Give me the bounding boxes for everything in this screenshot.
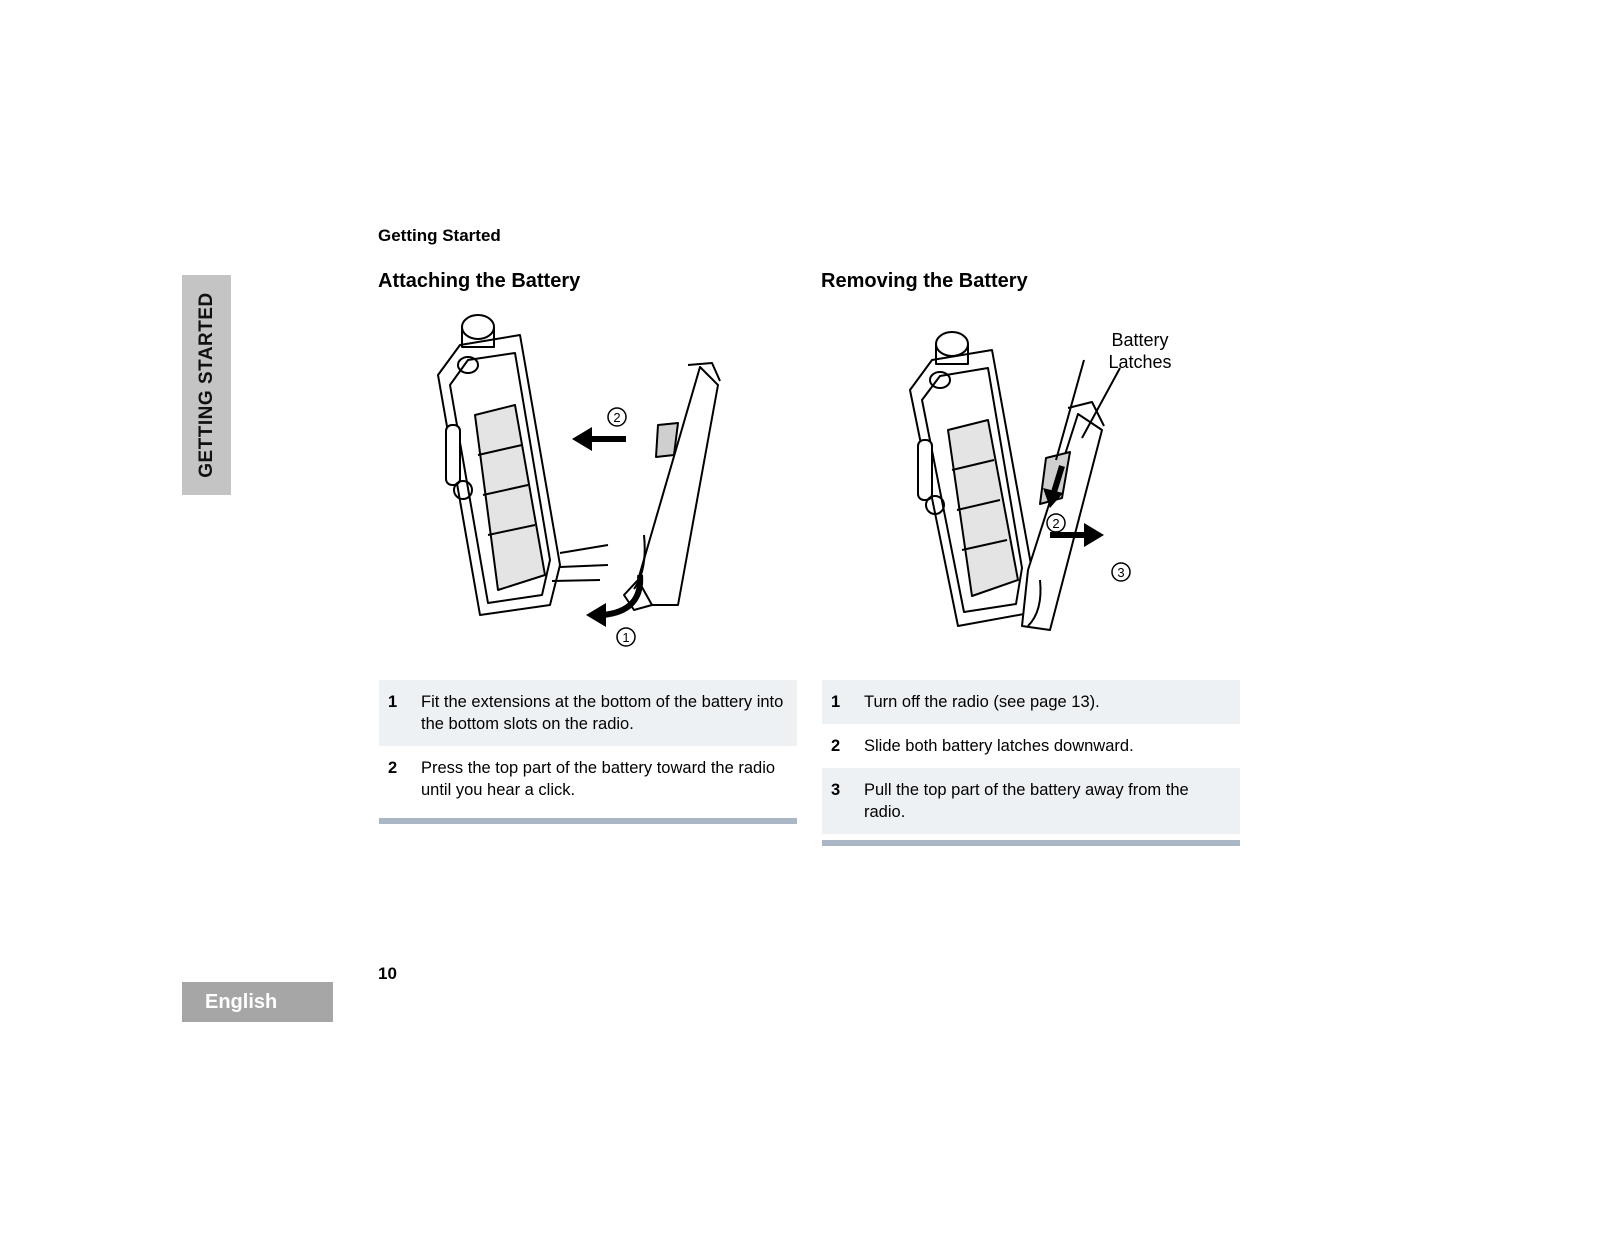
step-text: Slide both battery latches downward. <box>864 737 1134 755</box>
remove-steps: 1 Turn off the radio (see page 13). 2 Sl… <box>822 680 1240 846</box>
attach-callout-2: 2 <box>613 410 620 425</box>
attach-steps: 1 Fit the extensions at the bottom of th… <box>379 680 797 824</box>
remove-callout-3: 3 <box>1117 565 1124 580</box>
page-number: 10 <box>378 964 397 983</box>
battery-latches-label: Battery Latches <box>1108 330 1172 372</box>
step-number: 1 <box>831 693 841 711</box>
table-end-rule <box>822 840 1240 846</box>
step-text: Turn off the radio (see page 13). <box>864 693 1100 711</box>
step-number: 2 <box>831 737 841 755</box>
remove-callout-2: 2 <box>1052 516 1059 531</box>
remove-title: Removing the Battery <box>821 270 1028 292</box>
attach-battery-illustration: 2 1 <box>437 314 721 647</box>
step-text: Pull the top part of the battery away fr… <box>864 781 1189 821</box>
language-tab: English <box>182 982 333 1022</box>
step-row: 3 Pull the top part of the battery away … <box>822 768 1240 834</box>
attach-title: Attaching the Battery <box>378 270 581 292</box>
step-text: Fit the extensions at the bottom of the … <box>421 693 784 733</box>
step-row: 2 Slide both battery latches downward. <box>822 724 1240 768</box>
step-number: 3 <box>831 781 841 799</box>
section-side-tab: GETTING STARTED <box>182 275 231 495</box>
table-end-rule <box>379 818 797 824</box>
step-number: 2 <box>388 759 398 777</box>
side-tab-label: GETTING STARTED <box>195 292 217 478</box>
running-head: Getting Started <box>378 226 501 245</box>
step-number: 1 <box>388 693 398 711</box>
step-text: Press the top part of the battery toward… <box>421 759 776 799</box>
attach-callout-1: 1 <box>622 630 629 645</box>
remove-battery-illustration: 2 3 <box>909 331 1131 631</box>
step-row: 1 Turn off the radio (see page 13). <box>822 680 1240 724</box>
step-row: 2 Press the top part of the battery towa… <box>379 746 797 812</box>
step-row: 1 Fit the extensions at the bottom of th… <box>379 680 797 746</box>
